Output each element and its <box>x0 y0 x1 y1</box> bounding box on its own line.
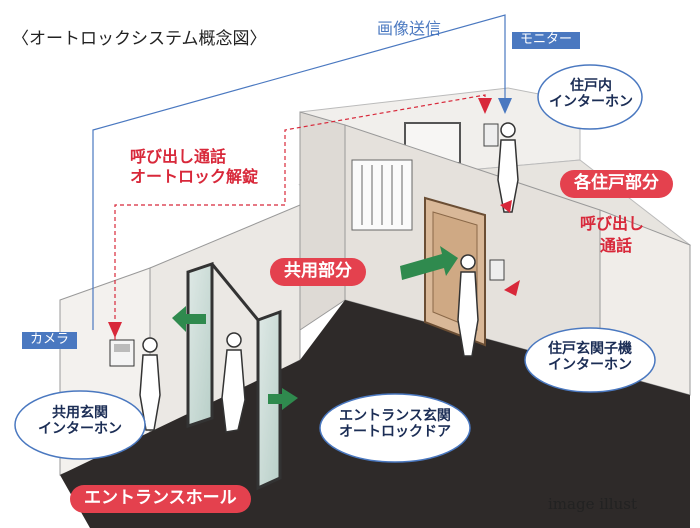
monitor-arrow <box>498 98 512 114</box>
diagram-title: 〈オートロックシステム概念図〉 <box>12 29 267 49</box>
unit-intercom-line1: 住戸内 <box>570 78 612 94</box>
unit-section-badge: 各住戸部分 <box>560 170 673 198</box>
unit-intercom-label: 住戸内 インターホン <box>548 78 634 110</box>
call-label-line1: 呼び出し <box>580 214 645 233</box>
call-autolock-label-line2: オートロック解錠 <box>130 167 259 186</box>
call-autolock-label-line1: 呼び出し通話 <box>130 147 227 166</box>
image-transmission-label: 画像送信 <box>377 19 442 38</box>
exit-arrow <box>172 306 206 332</box>
entrance-hall-badge: エントランスホール <box>70 485 251 513</box>
image-illust-caption: image illust <box>548 495 637 513</box>
common-intercom-device <box>109 339 135 367</box>
autolock-door-label: エントランス玄関 オートロックドア <box>330 408 460 440</box>
unit-call-arrow <box>478 98 492 114</box>
inside-call-arrow <box>500 200 512 213</box>
call-label-line2: 通話 <box>600 236 633 255</box>
bubble-door-intercom <box>524 327 656 393</box>
image-signal-line <box>92 14 506 330</box>
door-intercom-label: 住戸玄関子機 インターホン <box>535 341 645 373</box>
call-signal-line <box>114 94 486 340</box>
door-call-arrow <box>504 280 520 296</box>
entry-arrow <box>268 388 298 410</box>
partition-wall <box>299 111 346 331</box>
entrance-door-left <box>186 261 214 429</box>
autolock-door-line2: オートロックドア <box>339 424 451 441</box>
common-section-badge: 共用部分 <box>270 258 366 286</box>
common-intercom-label: 共用玄関 インターホン <box>25 405 135 437</box>
common-intercom-line2: インターホン <box>38 421 122 438</box>
common-intercom-line1: 共用玄関 <box>52 405 108 421</box>
monitor-label: モニター <box>512 32 581 49</box>
person-visitor <box>139 337 161 431</box>
person-walking <box>221 332 246 433</box>
autolock-door-line1: エントランス玄関 <box>339 408 451 424</box>
unit-intercom-line2: インターホン <box>549 94 633 111</box>
unit-intercom-device <box>483 123 499 147</box>
door-intercom-line1: 住戸玄関子機 <box>548 341 632 357</box>
approach-arrow <box>400 246 458 280</box>
common-call-arrow <box>108 322 122 338</box>
bubble-autolock-door <box>319 393 471 463</box>
door-intercom-line2: インターホン <box>548 357 632 374</box>
bubble-unit-intercom <box>537 64 643 130</box>
door-intercom-device <box>489 259 505 281</box>
person-inside-unit <box>497 122 519 213</box>
person-resident-at-door <box>457 254 479 357</box>
bubble-common-intercom <box>14 390 146 460</box>
radiator <box>351 159 413 231</box>
camera-label: カメラ <box>22 332 78 349</box>
